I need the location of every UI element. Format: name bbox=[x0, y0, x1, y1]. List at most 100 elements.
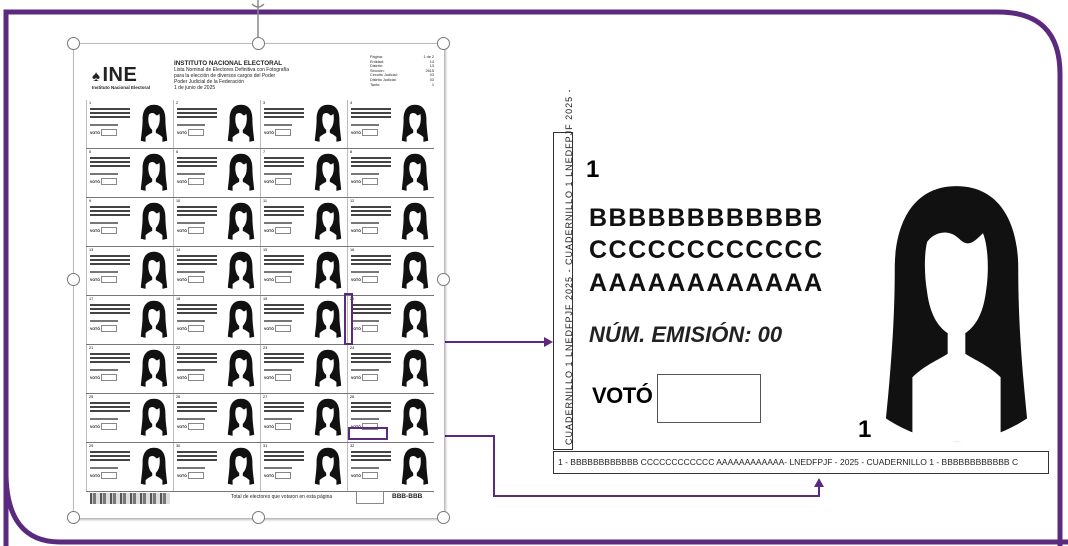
cell-vote-label: VOTÓ bbox=[177, 278, 187, 282]
meta-label: Tanto: bbox=[370, 82, 381, 87]
cell-number: 17 bbox=[89, 297, 94, 301]
cell-name-lines bbox=[177, 157, 217, 168]
resize-handle-bottom[interactable] bbox=[252, 511, 265, 524]
elector-name-line: AAAAAAAAAAAA bbox=[589, 269, 824, 297]
meta-label: Sección: bbox=[370, 68, 385, 73]
cell-vote-label: VOTÓ bbox=[90, 474, 100, 478]
subtitle-line: para la elección de diversos cargos del … bbox=[174, 73, 276, 79]
meta-value: 03 bbox=[429, 77, 434, 82]
vote-checkbox bbox=[657, 374, 761, 423]
cell-photo-silhouette bbox=[139, 397, 169, 437]
vertical-booklet-strip: CUADERNILLO 1 LNEDFPJF 2025 - CUADERNILL… bbox=[553, 88, 574, 450]
resize-handle-bottom-right[interactable] bbox=[437, 511, 450, 524]
cell-photo-silhouette bbox=[139, 446, 169, 486]
cell-emission-line bbox=[177, 124, 205, 126]
resize-handle-left[interactable] bbox=[67, 273, 80, 286]
cell-vote-box bbox=[275, 129, 291, 136]
cell-vote-box bbox=[101, 276, 117, 283]
cell-emission-line bbox=[90, 173, 118, 175]
cell-photo-silhouette bbox=[313, 103, 343, 143]
cell-number: 19 bbox=[263, 297, 268, 301]
cell-vote-box bbox=[362, 227, 378, 234]
cell-name-lines bbox=[90, 108, 130, 119]
cell-emission-line bbox=[90, 320, 118, 322]
total-voters-box bbox=[356, 491, 384, 504]
cell-emission-line bbox=[264, 369, 292, 371]
cell-photo-silhouette bbox=[226, 103, 256, 143]
cell-number: 18 bbox=[176, 297, 181, 301]
cell-number: 12 bbox=[350, 199, 355, 203]
resize-handle-top-left[interactable] bbox=[67, 37, 80, 50]
cell-number: 25 bbox=[89, 395, 94, 399]
cell-photo-silhouette bbox=[400, 152, 430, 192]
resize-handle-top[interactable] bbox=[252, 37, 265, 50]
resize-handle-top-right[interactable] bbox=[437, 37, 450, 50]
cell-number: 29 bbox=[89, 444, 94, 448]
cell-vote-box bbox=[188, 423, 204, 430]
cell-vote-box bbox=[101, 178, 117, 185]
cell-photo-silhouette bbox=[139, 201, 169, 241]
cell-emission-line bbox=[177, 320, 205, 322]
cell-vote-box bbox=[275, 178, 291, 185]
cell-number: 23 bbox=[263, 346, 268, 350]
cell-vote-label: VOTÓ bbox=[90, 180, 100, 184]
cell-vote-label: VOTÓ bbox=[177, 376, 187, 380]
cell-vote-box bbox=[362, 276, 378, 283]
cell-vote-label: VOTÓ bbox=[177, 229, 187, 233]
cell-photo-silhouette bbox=[226, 299, 256, 339]
ine-logo-icon: ♠ bbox=[92, 68, 101, 85]
cell-emission-line bbox=[351, 418, 379, 420]
cell-name-lines bbox=[90, 206, 130, 217]
resize-handle-bottom-left[interactable] bbox=[67, 511, 80, 524]
cell-emission-line bbox=[264, 271, 292, 273]
cell-photo-silhouette bbox=[226, 250, 256, 290]
cell-vote-label: VOTÓ bbox=[264, 474, 274, 478]
logo-subtext: Instituto Nacional Electoral bbox=[92, 85, 151, 90]
elector-photo-silhouette bbox=[885, 186, 1028, 442]
cell-number: 11 bbox=[263, 199, 267, 203]
document-page-thumbnail[interactable]: ♠INE Instituto Nacional Electoral INSTIT… bbox=[73, 43, 445, 519]
cell-name-lines bbox=[264, 206, 304, 217]
cell-emission-line bbox=[264, 320, 292, 322]
resize-handle-right[interactable] bbox=[437, 273, 450, 286]
highlight-vertical-strip bbox=[344, 293, 353, 345]
zoomed-elector-record: CUADERNILLO 1 LNEDFPJF 2025 - CUADERNILL… bbox=[553, 88, 1049, 478]
cell-photo-silhouette bbox=[400, 446, 430, 486]
cell-emission-line bbox=[351, 124, 379, 126]
cell-vote-label: VOTÓ bbox=[90, 229, 100, 233]
cell-vote-label: VOTÓ bbox=[177, 180, 187, 184]
meta-label: Entidad: bbox=[370, 59, 384, 64]
cell-photo-silhouette bbox=[139, 250, 169, 290]
cell-vote-box bbox=[275, 374, 291, 381]
cell-emission-line bbox=[177, 271, 205, 273]
cell-vote-label: VOTÓ bbox=[90, 376, 100, 380]
cell-vote-box bbox=[275, 423, 291, 430]
cell-emission-line bbox=[351, 467, 379, 469]
cell-photo-silhouette bbox=[226, 446, 256, 486]
cell-emission-line bbox=[264, 467, 292, 469]
cell-vote-box bbox=[101, 423, 117, 430]
meta-value: 14 bbox=[429, 59, 434, 64]
cell-name-lines bbox=[264, 353, 304, 364]
cell-photo-silhouette bbox=[226, 348, 256, 388]
cell-vote-label: VOTÓ bbox=[177, 425, 187, 429]
cell-photo-silhouette bbox=[313, 152, 343, 192]
cell-name-lines bbox=[177, 353, 217, 364]
connector-top-arrow bbox=[544, 337, 553, 347]
cell-emission-line bbox=[177, 418, 205, 420]
cell-number: 27 bbox=[263, 395, 268, 399]
cell-emission-line bbox=[177, 173, 205, 175]
cell-number: 4 bbox=[350, 101, 353, 105]
cell-photo-silhouette bbox=[313, 201, 343, 241]
